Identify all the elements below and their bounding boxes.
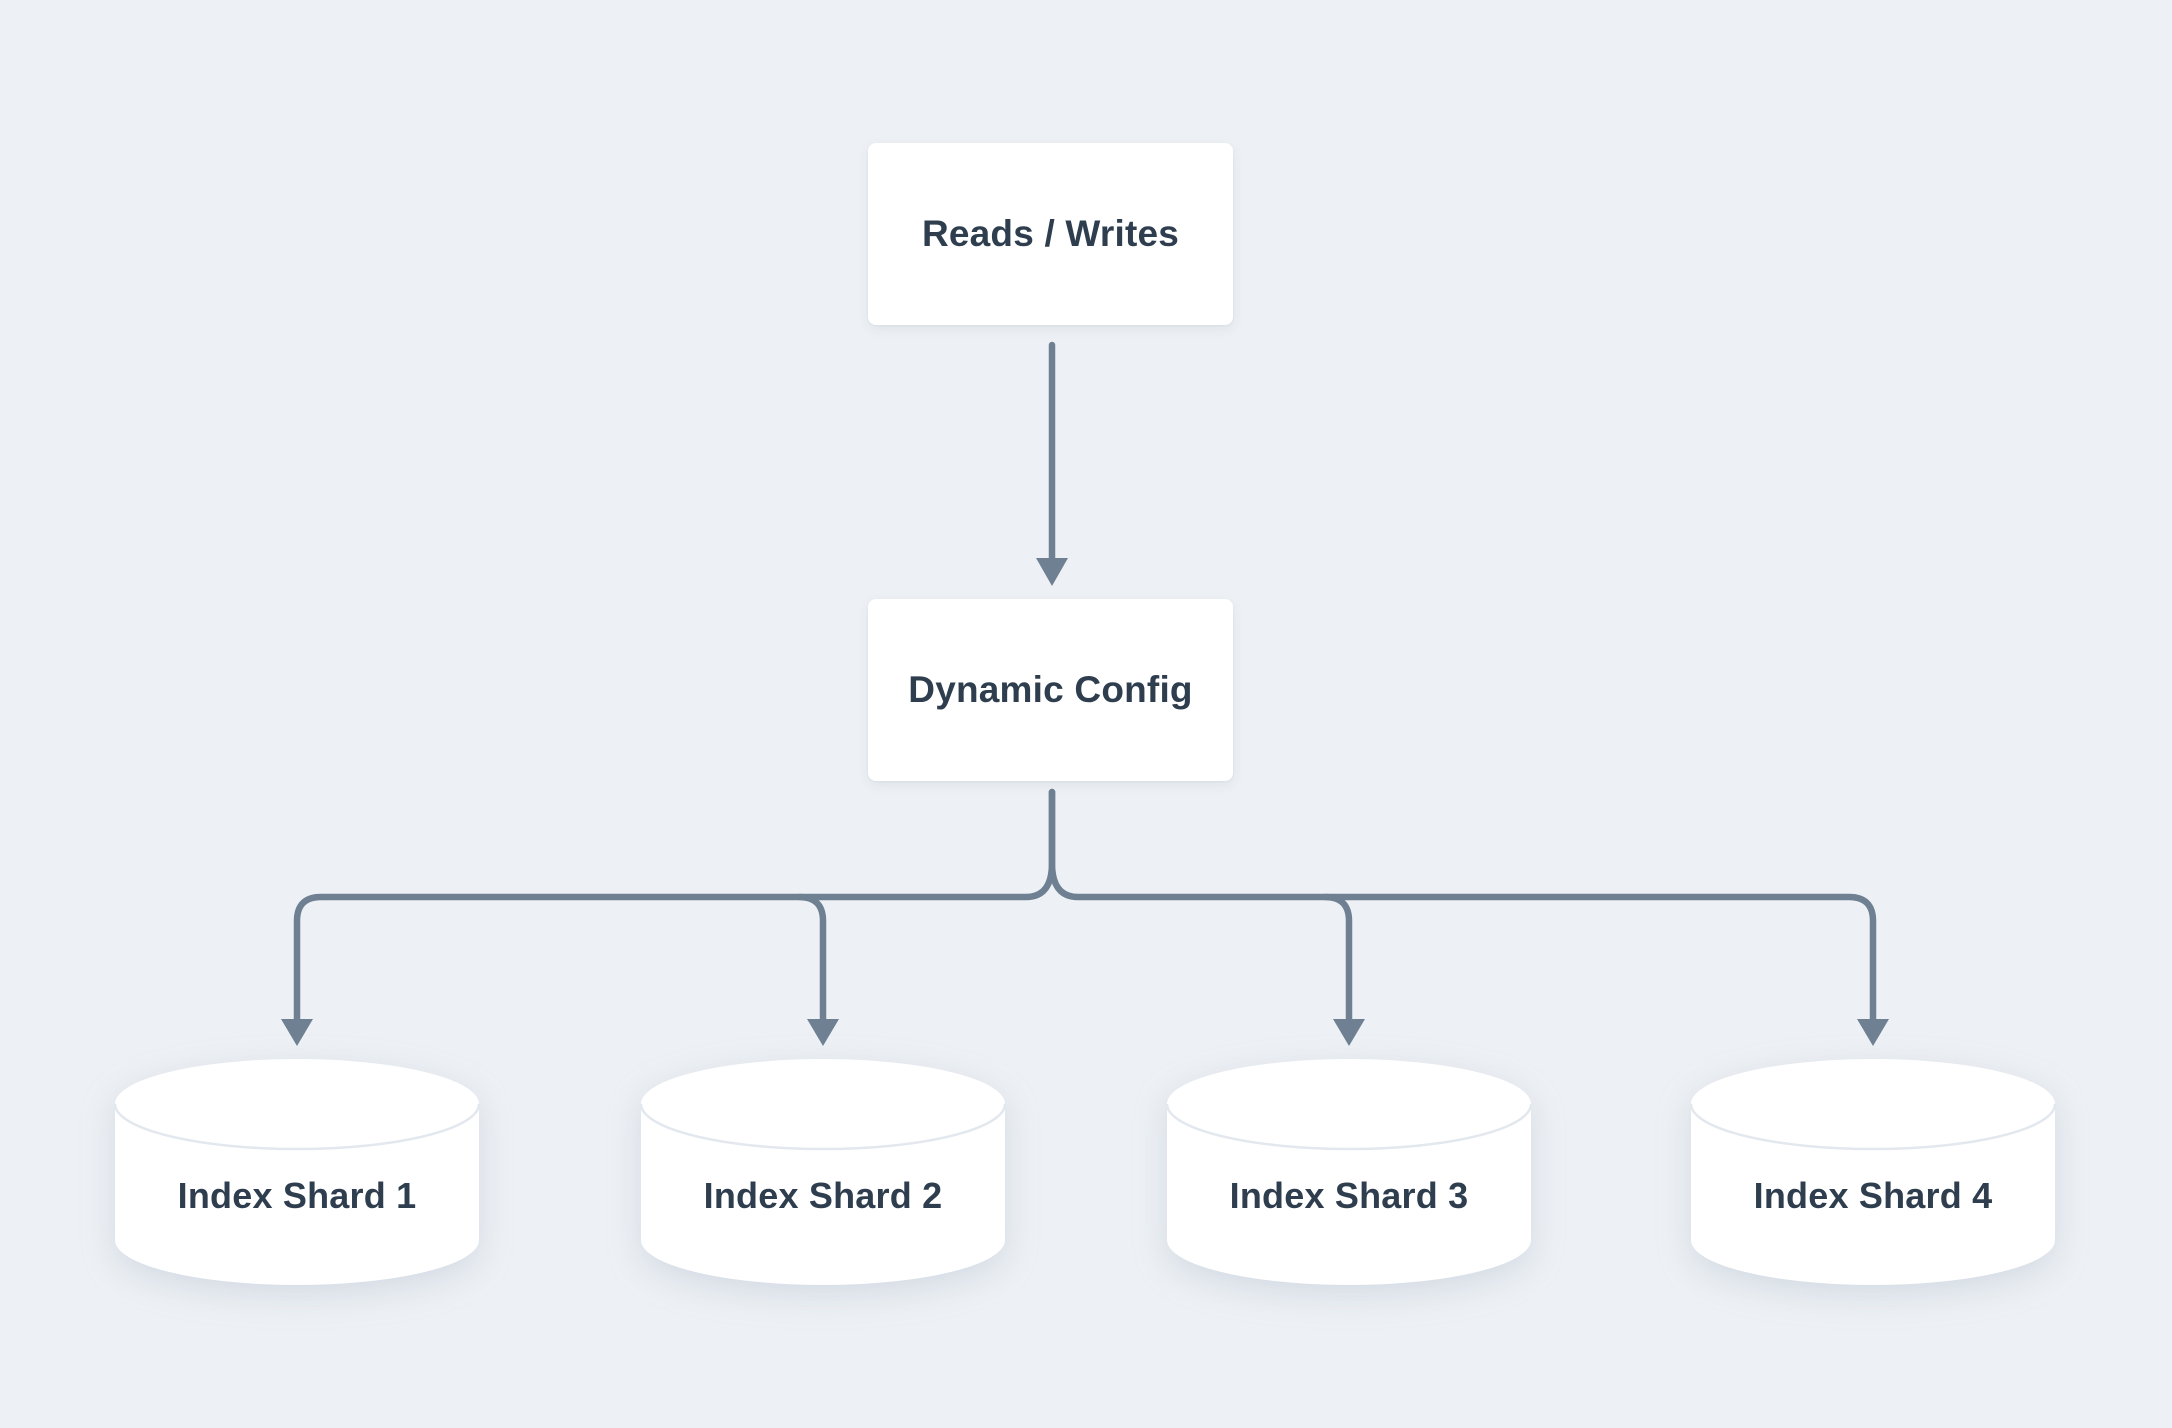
database-cylinder-icon [113, 1059, 481, 1285]
arrowhead-shard4 [1857, 1019, 1889, 1046]
node-dynamic-config: Dynamic Config [868, 599, 1233, 781]
node-reads-writes: Reads / Writes [868, 143, 1233, 325]
arrowhead-shard1 [281, 1019, 313, 1046]
connector-trunk-right [1048, 788, 1877, 1025]
node-dynamic-config-label: Dynamic Config [908, 669, 1193, 710]
node-index-shard-3-label: Index Shard 3 [1229, 1175, 1469, 1216]
arrowhead-shard3 [1333, 1019, 1365, 1046]
database-cylinder-icon [639, 1059, 1007, 1285]
node-index-shard-1-label: Index Shard 1 [177, 1175, 417, 1216]
arrowhead-shard2 [807, 1019, 839, 1046]
node-index-shard-4: Index Shard 4 [1689, 1057, 2057, 1287]
node-index-shard-2-label: Index Shard 2 [703, 1175, 943, 1216]
node-reads-writes-label: Reads / Writes [921, 213, 1180, 254]
arrowhead-config [1036, 558, 1068, 586]
database-cylinder-icon [1165, 1059, 1533, 1285]
node-index-shard-1: Index Shard 1 [113, 1057, 481, 1287]
connector-drop-shard3 [1324, 893, 1353, 1021]
node-index-shard-4-label: Index Shard 4 [1753, 1175, 1993, 1216]
node-index-shard-3: Index Shard 3 [1165, 1057, 1533, 1287]
connector-trunk-left [293, 788, 1056, 1025]
node-index-shard-2: Index Shard 2 [639, 1057, 1007, 1287]
connector-drop-shard2 [798, 893, 827, 1021]
database-cylinder-icon [1689, 1059, 2057, 1285]
